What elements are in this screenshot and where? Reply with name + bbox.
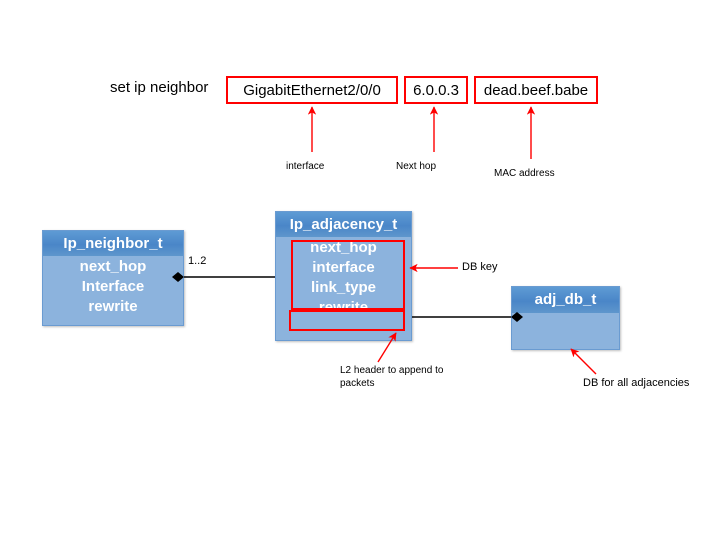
attribute-next-hop: next_hop bbox=[310, 239, 377, 256]
composition-diamond-neighbor bbox=[172, 272, 184, 282]
pointer-db-for-all-adjacencies bbox=[570, 348, 597, 375]
command-field-interface: GigabitEthernet2/0/0 bbox=[226, 76, 398, 104]
annotation-db-key: DB key bbox=[462, 261, 498, 273]
class-attributes-ip-adjacency: next_hop interface link_type rewrite bbox=[276, 237, 411, 318]
command-label: set ip neighbor bbox=[110, 79, 209, 96]
annotation-l2-header: L2 header to append to packets bbox=[340, 365, 444, 389]
class-attributes-ip-neighbor: next_hop Interface rewrite bbox=[43, 256, 183, 317]
caption-next-hop: Next hop bbox=[396, 161, 437, 172]
pointer-l2-header bbox=[377, 332, 397, 363]
class-box-adj-db: adj_db_t bbox=[511, 286, 620, 350]
caption-interface: interface bbox=[286, 161, 325, 172]
command-field-mac: dead.beef.babe bbox=[474, 76, 598, 104]
class-title-ip-adjacency: Ip_adjacency_t bbox=[276, 212, 411, 237]
class-title-adj-db: adj_db_t bbox=[512, 287, 619, 313]
attribute-rewrite: rewrite bbox=[88, 298, 138, 315]
command-field-next-hop: 6.0.0.3 bbox=[404, 76, 468, 104]
class-title-ip-neighbor: Ip_neighbor_t bbox=[43, 231, 183, 256]
class-box-ip-adjacency: Ip_adjacency_t next_hop interface link_t… bbox=[275, 211, 412, 341]
class-box-ip-neighbor: Ip_neighbor_t next_hop Interface rewrite bbox=[42, 230, 184, 326]
attribute-interface: interface bbox=[312, 259, 375, 276]
caption-mac-address: MAC address bbox=[494, 168, 555, 179]
attribute-interface: Interface bbox=[81, 278, 145, 295]
composition-diamond-adjdb bbox=[511, 312, 523, 322]
attribute-next-hop: next_hop bbox=[79, 258, 147, 275]
multiplicity-label: 1..2 bbox=[188, 255, 207, 267]
attribute-link-type: link_type bbox=[310, 279, 377, 296]
annotation-db-for-all-adjacencies: DB for all adjacencies bbox=[583, 377, 690, 389]
